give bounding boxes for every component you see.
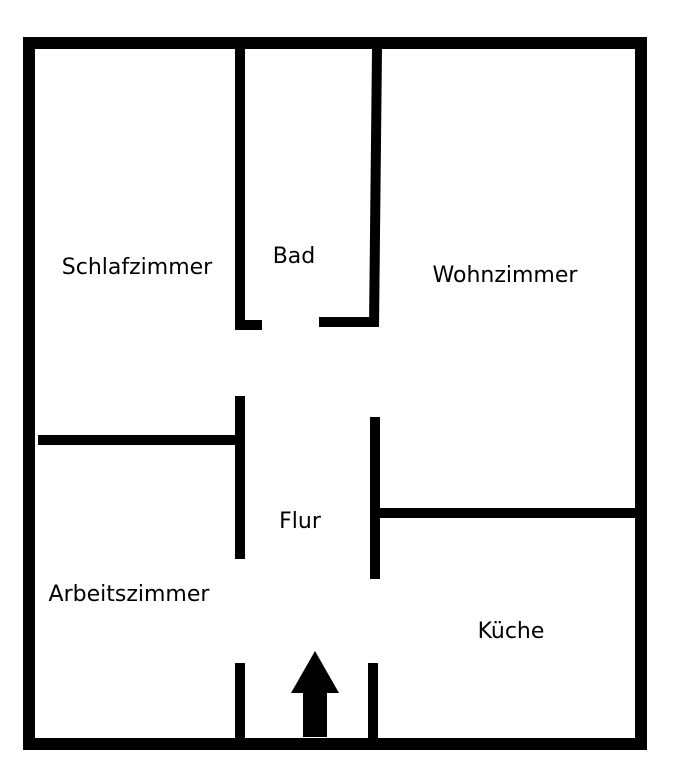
room-label-bathroom: Bad (273, 244, 316, 269)
room-label-kitchen: Küche (478, 619, 545, 644)
outer-wall (23, 37, 647, 750)
bathroom-right-wall (369, 48, 382, 328)
room-label-bedroom: Schlafzimmer (62, 255, 213, 280)
room-label-study: Arbeitszimmer (49, 582, 211, 607)
room-label-hallway: Flur (279, 509, 322, 534)
arrow-up-icon (291, 651, 339, 737)
room-label-living-room: Wohnzimmer (433, 263, 579, 288)
